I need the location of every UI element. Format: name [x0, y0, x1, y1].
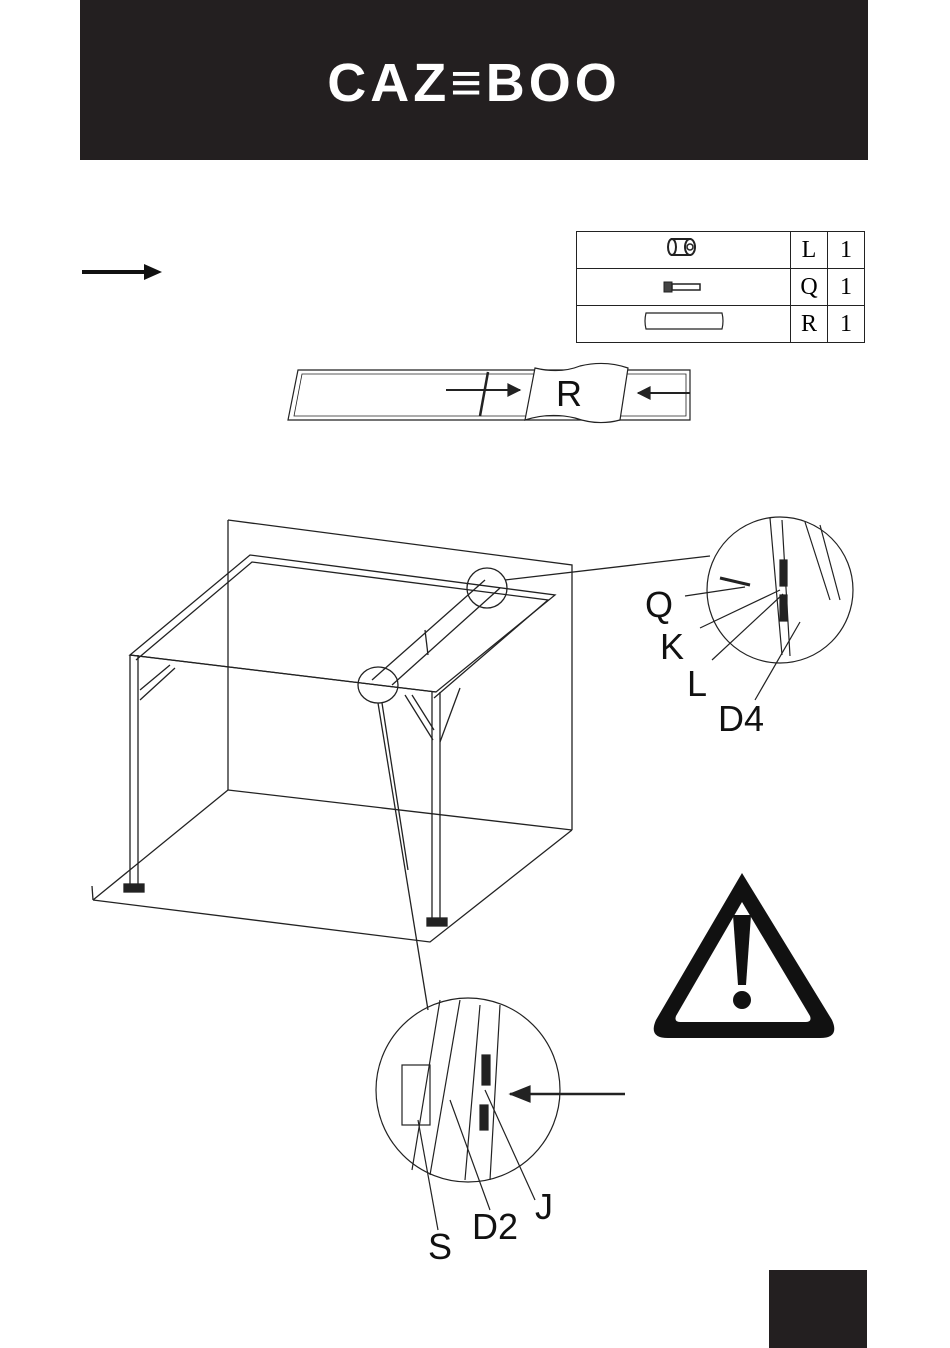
label-k: K: [660, 626, 684, 668]
detail-circle-top: [685, 517, 853, 700]
label-s: S: [428, 1226, 452, 1268]
label-fabric-r: R: [556, 373, 582, 415]
label-d4: D4: [718, 698, 764, 740]
gazebo-frame-figure: [92, 520, 710, 1010]
warning-icon: [654, 873, 835, 1038]
detail-circle-bottom: [376, 998, 625, 1230]
label-d2: D2: [472, 1206, 518, 1248]
label-q: Q: [645, 584, 673, 626]
page-number-box: [769, 1270, 867, 1348]
beam-fabric-figure: [288, 363, 690, 422]
label-j: J: [535, 1186, 553, 1228]
label-l: L: [687, 663, 707, 705]
